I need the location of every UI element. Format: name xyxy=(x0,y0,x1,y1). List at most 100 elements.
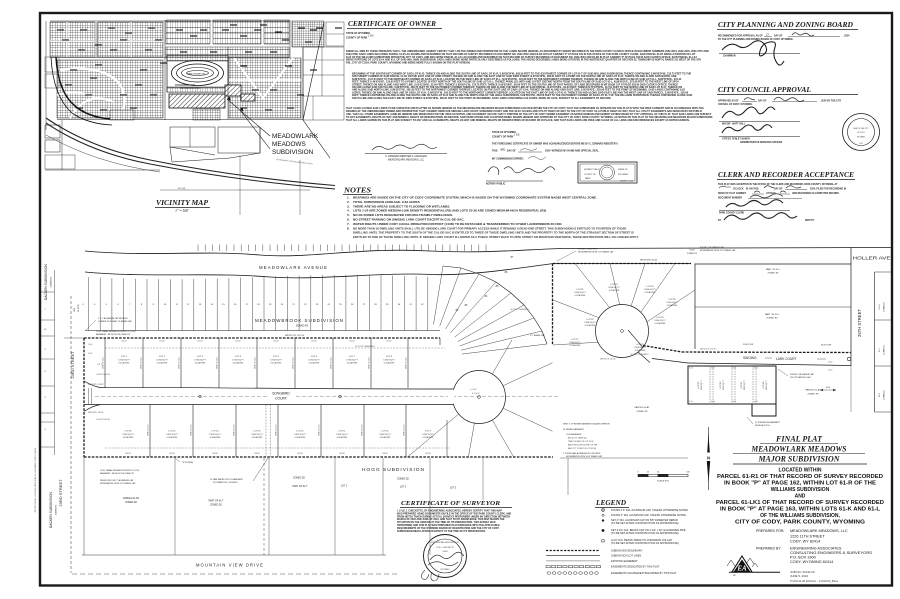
svg-text:PROFESSIONAL LAND SURVEYOR: PROFESSIONAL LAND SURVEYOR xyxy=(431,541,460,544)
svg-text:25: 25 xyxy=(339,304,342,306)
svg-text:IN BOOK "P" AT PAGE 162, WITHI: IN BOOK "P" AT PAGE 162, WITHIN LOT 61-R… xyxy=(724,481,877,487)
svg-text:N89'56'8"E, 150.35': N89'56'8"E, 150.35' xyxy=(88,384,104,386)
svg-text:LOT 27: LOT 27 xyxy=(741,381,743,389)
svg-text:WYOMING: WYOMING xyxy=(618,174,628,176)
svg-text:S0'01'5"E, 50.4': S0'01'5"E, 50.4' xyxy=(255,356,257,368)
svg-text:EA: EA xyxy=(736,565,747,573)
svg-text:RECEPTION NO. 2024-2506 FILE: RECEPTION NO. 2024-2506 FILED JUNE 26, 2… xyxy=(34,447,37,512)
svg-text:2022-3786, SAID LANDS INCLUDIN: 2022-3786, SAID LANDS INCLUDING PARCEL 6… xyxy=(346,53,696,56)
svg-text:0.36 ACRES: 0.36 ACRES xyxy=(295,436,306,439)
svg-text:NOTES: NOTES xyxy=(343,187,371,195)
svg-text:17456 SQ FT: 17456 SQ FT xyxy=(383,359,395,361)
svg-text:16.00': 16.00' xyxy=(828,370,833,372)
svg-text:8: 8 xyxy=(141,304,143,306)
svg-text:AT PAGE: AT PAGE xyxy=(766,192,776,195)
svg-text:CRD: CRD xyxy=(74,307,76,312)
svg-text:SEAL OF THE CITY: SEAL OF THE CITY xyxy=(853,127,869,130)
svg-text:CLERK AND RECORDER ACCEPTAN: CLERK AND RECORDER ACCEPTANCE xyxy=(718,170,854,179)
svg-text:17: 17 xyxy=(246,304,249,306)
svg-text:BOOK OF PLAT CABINET: BOOK OF PLAT CABINET xyxy=(718,192,747,195)
svg-text:"W" ROW(H): "W" ROW(H) xyxy=(182,462,193,464)
svg-text:115.00': 115.00' xyxy=(386,341,392,343)
svg-text:12000 SQ FT: 12000 SQ FT xyxy=(608,287,620,289)
svg-text:PARCEL 61-A2: PARCEL 61-A2 xyxy=(806,389,822,392)
svg-text:ENTITLED TO ONE OF THOSE DWELL: ENTITLED TO ONE OF THOSE DWELLING UNITS.… xyxy=(353,235,639,239)
svg-text:LOT 17: LOT 17 xyxy=(572,339,580,341)
svg-text:5: 5 xyxy=(106,304,108,306)
svg-text:ACRES. THENCE ON AND ALONG SAI: ACRES. THENCE ON AND ALONG SAID LINE OF … xyxy=(352,91,689,94)
svg-text:50.00': 50.00' xyxy=(689,401,694,403)
svg-text:N: N xyxy=(707,456,710,461)
svg-text:L=45.33 R=300.00: L=45.33 R=300.00 xyxy=(96,419,110,421)
svg-text:61-P: 61-P xyxy=(879,392,881,397)
svg-text:ZONED D2: ZONED D2 xyxy=(210,505,222,507)
svg-text:ZONED R2: ZONED R2 xyxy=(687,253,698,255)
svg-text:CITY PLANNING AND ZONING B: CITY PLANNING AND ZONING BOARD xyxy=(718,20,853,29)
svg-text:100: 100 xyxy=(686,472,690,474)
svg-text:13347 SQ FT: 13347 SQ FT xyxy=(209,434,221,436)
svg-text:15: 15 xyxy=(222,304,225,306)
svg-text:1.5" BRASS CAP: 1.5" BRASS CAP xyxy=(530,334,545,337)
svg-text:ZONED D2: ZONED D2 xyxy=(125,502,137,504)
svg-text:LOT 10: LOT 10 xyxy=(382,431,390,433)
svg-text:23: 23 xyxy=(316,304,319,306)
svg-text:FOUND 2" ALUMINUM CAP: FOUND 2" ALUMINUM CAP xyxy=(790,373,815,376)
svg-text:0.40 ACRES: 0.40 ACRES xyxy=(347,362,358,365)
svg-text:CERTIFICATE OF SURVEYOR: CERTIFICATE OF SURVEYOR xyxy=(401,500,501,507)
svg-text:SITUATION ON THE GROUND AT THE: SITUATION ON THE GROUND AT THE TIME OF I… xyxy=(397,521,496,524)
svg-text:EASEMENTS DEDICATED BY THIS PL: EASEMENTS DEDICATED BY THIS PLAT. xyxy=(611,565,660,569)
svg-text:115.00': 115.00' xyxy=(197,341,203,343)
svg-text:EASEMENTS VACATED/EXTINGUISHED: EASEMENTS VACATED/EXTINGUISHED BY THIS P… xyxy=(611,571,677,575)
svg-text:AND: AND xyxy=(795,494,806,500)
svg-text:PART OF 61-T: PART OF 61-T xyxy=(208,500,224,503)
svg-text:6.: 6. xyxy=(347,218,350,222)
svg-text:115.00': 115.00' xyxy=(349,341,355,343)
svg-text:3: 3 xyxy=(82,304,84,306)
svg-text:MEADOWLARK MEADOWS, LLC: MEADOWLARK MEADOWS, LLC xyxy=(388,159,425,162)
svg-text:SUBDIVISION BOUNDARY.: SUBDIVISION BOUNDARY. xyxy=(611,549,643,553)
svg-text:THAT I HAVE CAUSED SAID LANDS: THAT I HAVE CAUSED SAID LANDS TO BE SURV… xyxy=(346,107,704,110)
svg-text:6: 6 xyxy=(117,304,119,306)
svg-text:0.28 ACRES: 0.28 ACRES xyxy=(585,324,596,327)
svg-text:LOT 2: LOT 2 xyxy=(159,356,166,358)
svg-text:LOT 22: LOT 22 xyxy=(587,319,595,321)
svg-text:(BOOK 172, PAGE 402: (BOOK 172, PAGE 402 xyxy=(568,437,587,440)
svg-text:BY THE CITY PLANNING AND ZONIN: BY THE CITY PLANNING AND ZONING BOARD OF… xyxy=(718,38,794,41)
svg-text:WEST 5' OF SEWER EASEMENT VACA: WEST 5' OF SEWER EASEMENT VACATED HEREON xyxy=(563,423,610,426)
svg-text:134.98': 134.98' xyxy=(169,453,175,455)
svg-text:FOUND 2.5" DIA. ALUMINUM CAP,: FOUND 2.5" DIA. ALUMINUM CAP, UNLESS OTH… xyxy=(611,508,689,512)
svg-text:12000 SQ FT: 12000 SQ FT xyxy=(584,322,596,324)
svg-text:JANUARY 1, 2027: JANUARY 1, 2027 xyxy=(620,180,633,183)
svg-text:0.28 ACRES: 0.28 ACRES xyxy=(635,349,646,352)
svg-text:MEADOWLARK MEADOWS, LLC: MEADOWLARK MEADOWS, LLC xyxy=(790,529,848,533)
svg-text:P:\21042.00 Webster - 21042\00: P:\21042.00 Webster - 21042\00_Base xyxy=(790,579,839,583)
svg-text:S0'01'5"E, 50.4': S0'01'5"E, 50.4' xyxy=(369,356,371,368)
svg-text:JUNE 5, 2024: JUNE 5, 2024 xyxy=(790,574,808,578)
svg-text:23RD STREET: 23RD STREET xyxy=(58,479,63,507)
svg-text:DAY OF: DAY OF xyxy=(774,35,783,38)
svg-text:12600: 12600 xyxy=(443,551,448,553)
svg-text:FEET; THENCE S.49'05'03'E., 21: FEET; THENCE S.49'05'03'E., 215.60 FEET … xyxy=(352,81,679,84)
svg-text:SOUTH LINE AND ALONG THE EAST: SOUTH LINE AND ALONG THE EAST LINE OF 23… xyxy=(352,97,612,100)
svg-text:3.: 3. xyxy=(347,204,350,208)
svg-text:ON AND ALONG SAID SOUTH LINE,: ON AND ALONG SAID SOUTH LINE, S.89'56'51… xyxy=(352,86,682,89)
svg-text:MONUMENTED WITH 3.25" BRASS CA: MONUMENTED WITH 3.25" BRASS CAP xyxy=(100,482,136,485)
svg-text:NOTARY PUBLIC: NOTARY PUBLIC xyxy=(486,183,506,186)
svg-text:THE FOREGOING CERTIFICATE OF O: THE FOREGOING CERTIFICATE OF OWNER WAS A… xyxy=(492,143,618,146)
svg-text:S0'01'5"E, 50.4': S0'01'5"E, 50.4' xyxy=(103,356,105,368)
svg-text:4: 4 xyxy=(94,304,96,306)
svg-text:MY COMMISSION EXPIRES:: MY COMMISSION EXPIRES: xyxy=(492,158,524,161)
svg-text:0.36 ACRES: 0.36 ACRES xyxy=(380,436,391,439)
svg-text:7: 7 xyxy=(129,304,131,306)
svg-text:83: 83 xyxy=(465,304,468,307)
svg-text:9: 9 xyxy=(44,349,46,351)
svg-text:CODY, WY 82414: CODY, WY 82414 xyxy=(790,540,820,544)
svg-text:20.00': 20.00' xyxy=(88,344,93,346)
svg-text:32.00' ROW: 32.00' ROW xyxy=(743,344,753,346)
svg-text:MAYOR - MATT HALL: MAYOR - MATT HALL xyxy=(722,123,746,126)
svg-text:PARK COUNTY CLERK: PARK COUNTY CLERK xyxy=(719,212,745,215)
svg-text:19: 19 xyxy=(269,304,272,306)
svg-text:MONILLA DITCH: MONILLA DITCH xyxy=(755,424,770,427)
svg-text:13347 SQ FT: 13347 SQ FT xyxy=(379,434,391,436)
svg-text:LOT 3: LOT 3 xyxy=(197,356,204,358)
